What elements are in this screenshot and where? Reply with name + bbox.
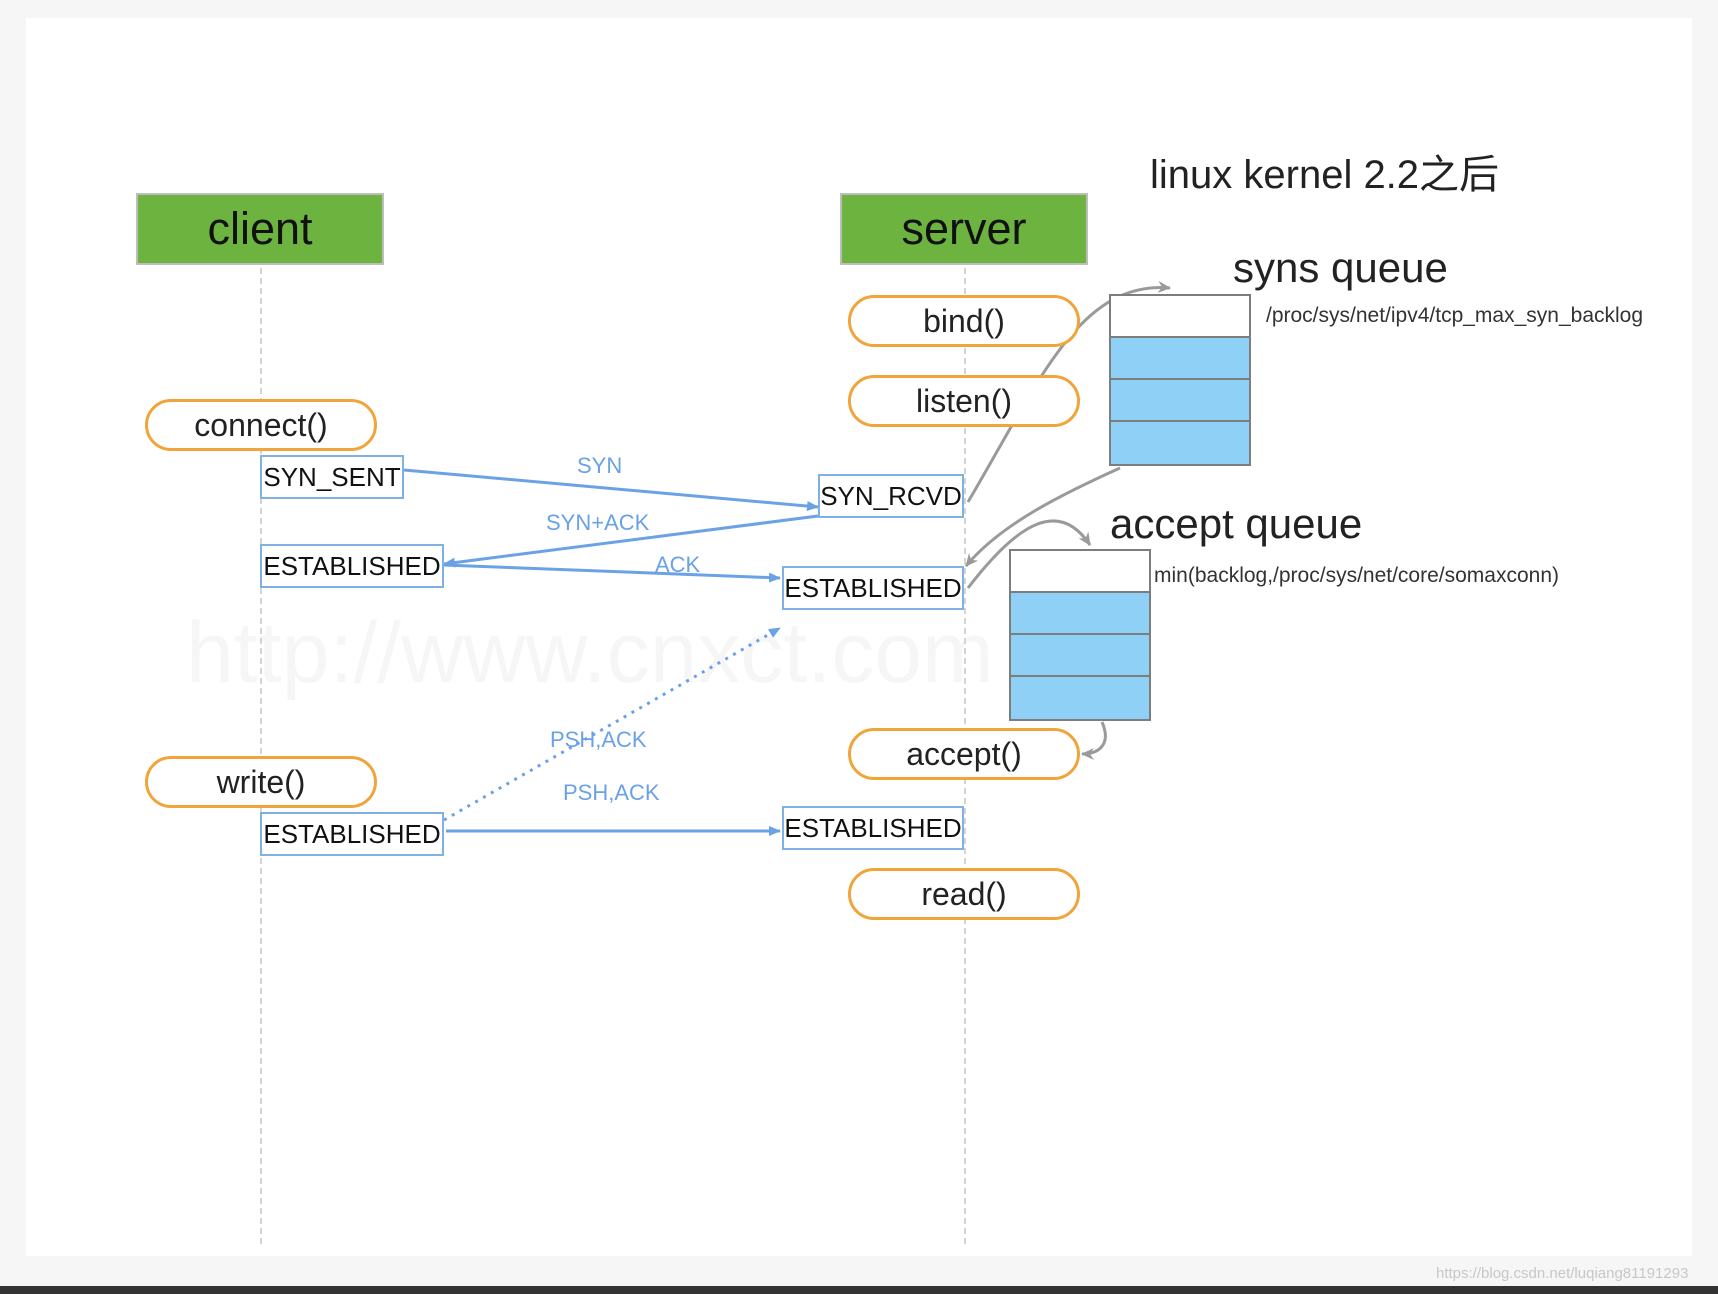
client-state-syn-sent: SYN_SENT <box>260 455 404 499</box>
bottom-bar <box>0 1286 1718 1294</box>
syns-queue-slot <box>1111 422 1249 464</box>
syns-queue-slot <box>1111 338 1249 380</box>
established-to-accept-queue-connector <box>966 519 1092 589</box>
syns-queue-note: /proc/sys/net/ipv4/tcp_max_syn_backlog <box>1266 304 1644 327</box>
syn-ack-arrow <box>443 514 819 568</box>
accept-queue-slot <box>1011 593 1149 635</box>
connect-call: connect() <box>145 399 377 451</box>
syns-queue-slot <box>1111 380 1249 422</box>
server-state-established-data: ESTABLISHED <box>782 806 964 850</box>
kernel-title: linux kernel 2.2之后 <box>1150 153 1500 197</box>
ack-label: ACK <box>655 552 701 577</box>
server-state-syn-rcvd: SYN_RCVD <box>818 474 964 518</box>
syns-queue-slot <box>1111 296 1249 338</box>
client-state-established-write: ESTABLISHED <box>260 812 444 856</box>
listen-call: listen() <box>848 375 1080 427</box>
syn-arrow <box>403 468 819 512</box>
psh-ack-dotted-arrow <box>443 626 781 822</box>
ack-arrow <box>443 563 781 583</box>
accept-queue-title: accept queue <box>1110 500 1363 547</box>
accept-queue-slot <box>1011 635 1149 677</box>
client-actor: client <box>136 193 384 265</box>
accept-queue-slot <box>1011 551 1149 593</box>
syns-queue-to-accept-connector <box>964 466 1121 567</box>
syn-label: SYN <box>577 453 623 478</box>
server-state-established-handshake: ESTABLISHED <box>782 566 964 610</box>
source-credit: https://blog.csdn.net/luqiang81191293 <box>1436 1265 1689 1282</box>
psh-ack-dotted-label: PSH,ACK <box>550 727 647 752</box>
accept-call: accept() <box>848 728 1080 780</box>
accept-queue-note: min(backlog,/proc/sys/net/core/somaxconn… <box>1154 564 1559 587</box>
syn-ack-label: SYN+ACK <box>546 510 650 535</box>
read-call: read() <box>848 868 1080 920</box>
psh-ack-label: PSH,ACK <box>563 780 660 805</box>
syn-rcvd-to-syns-queue-connector <box>966 280 1171 503</box>
write-call: write() <box>145 756 377 808</box>
server-actor: server <box>840 193 1088 265</box>
accept-queue-slot <box>1011 677 1149 719</box>
accept-queue <box>1009 549 1151 721</box>
syns-queue-title: syns queue <box>1233 244 1448 291</box>
bind-call: bind() <box>848 295 1080 347</box>
accept-queue-to-accept-call-connector <box>1081 721 1107 760</box>
syns-queue <box>1109 294 1251 466</box>
client-state-established-handshake: ESTABLISHED <box>260 544 444 588</box>
